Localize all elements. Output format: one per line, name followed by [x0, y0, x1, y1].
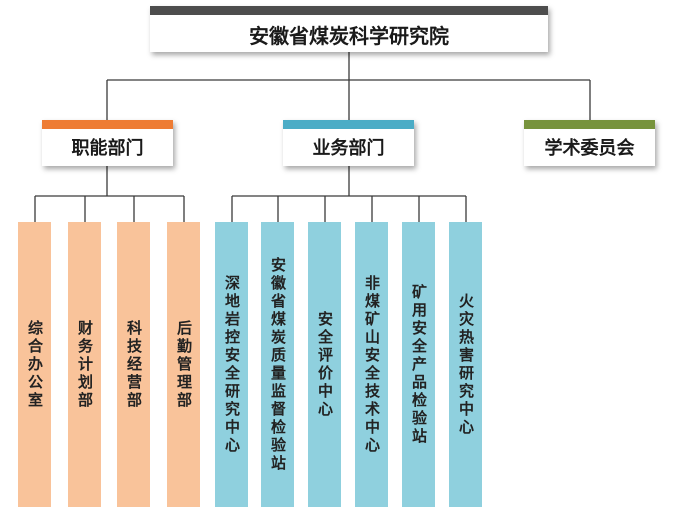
business-departments-node: 业务部门 — [283, 120, 414, 166]
business-departments-label: 业务部门 — [312, 138, 385, 159]
leaf-non-coal-mine-safety: 非煤矿山安全技术中心 — [355, 222, 388, 507]
academic-committee-node: 学术委员会 — [524, 120, 655, 166]
leaf-label: 火灾热害研究中心 — [457, 292, 475, 437]
leaf-finance-planning: 财务计划部 — [68, 222, 101, 507]
leaf-fire-heat-research: 火灾热害研究中心 — [449, 222, 482, 507]
leaf-label: 财务计划部 — [76, 319, 94, 410]
root-color-bar — [150, 6, 548, 15]
leaf-label: 非煤矿山安全技术中心 — [363, 274, 381, 455]
functional-departments-node: 职能部门 — [42, 120, 173, 166]
academic-color-bar — [524, 120, 655, 129]
root-label: 安徽省煤炭科学研究院 — [249, 23, 449, 48]
leaf-safety-evaluation: 安全评价中心 — [308, 222, 341, 507]
leaf-logistics: 后勤管理部 — [167, 222, 200, 507]
leaf-label: 矿用安全产品检验站 — [410, 283, 428, 446]
leaf-label: 科技经营部 — [125, 319, 143, 410]
leaf-tech-business: 科技经营部 — [117, 222, 150, 507]
leaf-label: 安徽省煤炭质量监督检验站 — [269, 256, 287, 473]
business-color-bar — [283, 120, 414, 129]
leaf-label: 后勤管理部 — [175, 319, 193, 410]
functional-departments-label: 职能部门 — [71, 138, 144, 159]
leaf-general-office: 综合办公室 — [18, 222, 51, 507]
leaf-label: 安全评价中心 — [316, 310, 334, 419]
leaf-mining-product-inspection: 矿用安全产品检验站 — [402, 222, 435, 507]
academic-committee-label: 学术委员会 — [544, 138, 635, 159]
leaf-label: 深地岩控安全研究中心 — [223, 274, 241, 455]
leaf-coal-quality-inspection: 安徽省煤炭质量监督检验站 — [261, 222, 294, 507]
leaf-label: 综合办公室 — [26, 319, 44, 410]
root-node: 安徽省煤炭科学研究院 — [150, 6, 548, 52]
functional-color-bar — [42, 120, 173, 129]
leaf-deep-rock-control: 深地岩控安全研究中心 — [215, 222, 248, 507]
